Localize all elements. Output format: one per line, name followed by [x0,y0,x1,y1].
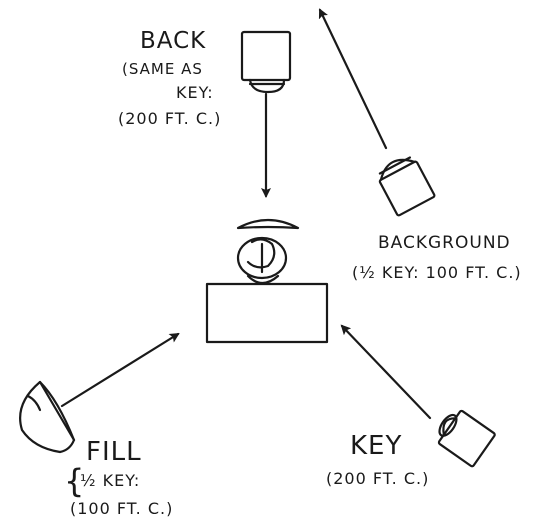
fill-label-brace: { [64,462,85,500]
back-label-line1: (SAME AS [122,60,203,78]
subject-head-icon [236,218,300,285]
back-label-title: BACK [140,28,206,54]
key-label-title: KEY [350,431,402,461]
background-label-line1: (½ KEY: 100 FT. C.) [352,263,522,282]
fill-light-arrow [60,332,180,408]
back-label-line2: KEY: [176,83,214,102]
fill-label-line1: ½ KEY: [80,471,140,490]
fill-label-line2: (100 FT. C.) [70,499,173,518]
key-light-arrow [340,324,432,420]
key-light-icon [437,409,496,468]
subject-desk [205,282,329,344]
background-light-icon [378,156,436,217]
back-light-icon [240,30,292,94]
background-light-arrow [318,8,388,150]
fill-light-icon [19,380,76,454]
fill-label-title: FILL [86,437,142,467]
background-label-title: BACKGROUND [378,233,511,253]
key-label-line1: (200 FT. C.) [326,469,429,488]
back-label-line3: (200 FT. C.) [118,109,221,128]
